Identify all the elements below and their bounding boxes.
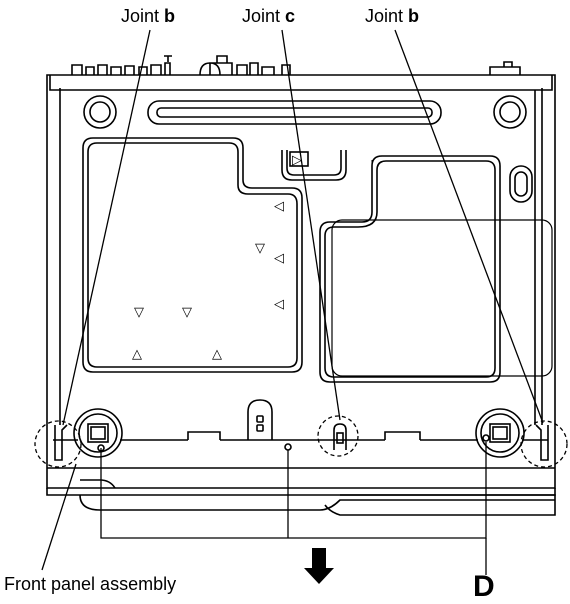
triangle-marker: ◁ — [274, 297, 284, 312]
top-edge — [49, 75, 553, 91]
arrow-down-icon — [304, 548, 334, 584]
triangle-marker: ▽ — [134, 305, 144, 320]
joint-b-left-label: Joint b — [121, 6, 176, 26]
triangle-marker: ◁ — [274, 251, 284, 266]
leader-part-d — [100, 442, 487, 539]
front-panel-lower — [46, 488, 556, 511]
right-oval — [509, 165, 533, 203]
right-panel — [319, 155, 501, 383]
triangle-marker: ▷ — [292, 153, 302, 168]
triangle-marker: ◁ — [274, 199, 284, 214]
joint-b-right-label: Joint b — [365, 6, 420, 26]
joint-c-clip — [333, 423, 347, 450]
left-panel — [82, 137, 303, 373]
screw-right — [482, 434, 490, 442]
leader-joint-b-right — [394, 29, 544, 424]
boss-right — [475, 408, 525, 458]
joint-b-left-clip — [54, 424, 68, 461]
hole-left — [83, 95, 117, 129]
joint-b-left-callout — [34, 420, 82, 468]
center-notch — [281, 150, 347, 181]
joint-b-right-clip — [535, 424, 549, 461]
top-components — [71, 55, 521, 76]
joint-b-right-callout — [520, 420, 568, 468]
joint-c-label: Joint c — [242, 6, 296, 26]
triangle-marker: △ — [212, 347, 222, 362]
screw-center — [284, 443, 292, 451]
triangle-marker: ▽ — [255, 241, 265, 256]
part-d-label: D — [473, 570, 495, 603]
leader-joint-b-left — [62, 29, 151, 426]
hole-right — [493, 95, 527, 129]
triangle-marker: △ — [132, 347, 142, 362]
leader-joint-c — [281, 29, 341, 421]
top-slot — [147, 100, 442, 125]
chassis-outline — [46, 74, 556, 489]
center-slot — [247, 399, 273, 440]
front-panel-label: Front panel assembly — [4, 574, 177, 594]
leader-front-panel — [41, 463, 77, 571]
triangle-marker: ▽ — [182, 305, 192, 320]
joint-c-callout — [317, 415, 359, 457]
boss-left — [73, 408, 123, 458]
